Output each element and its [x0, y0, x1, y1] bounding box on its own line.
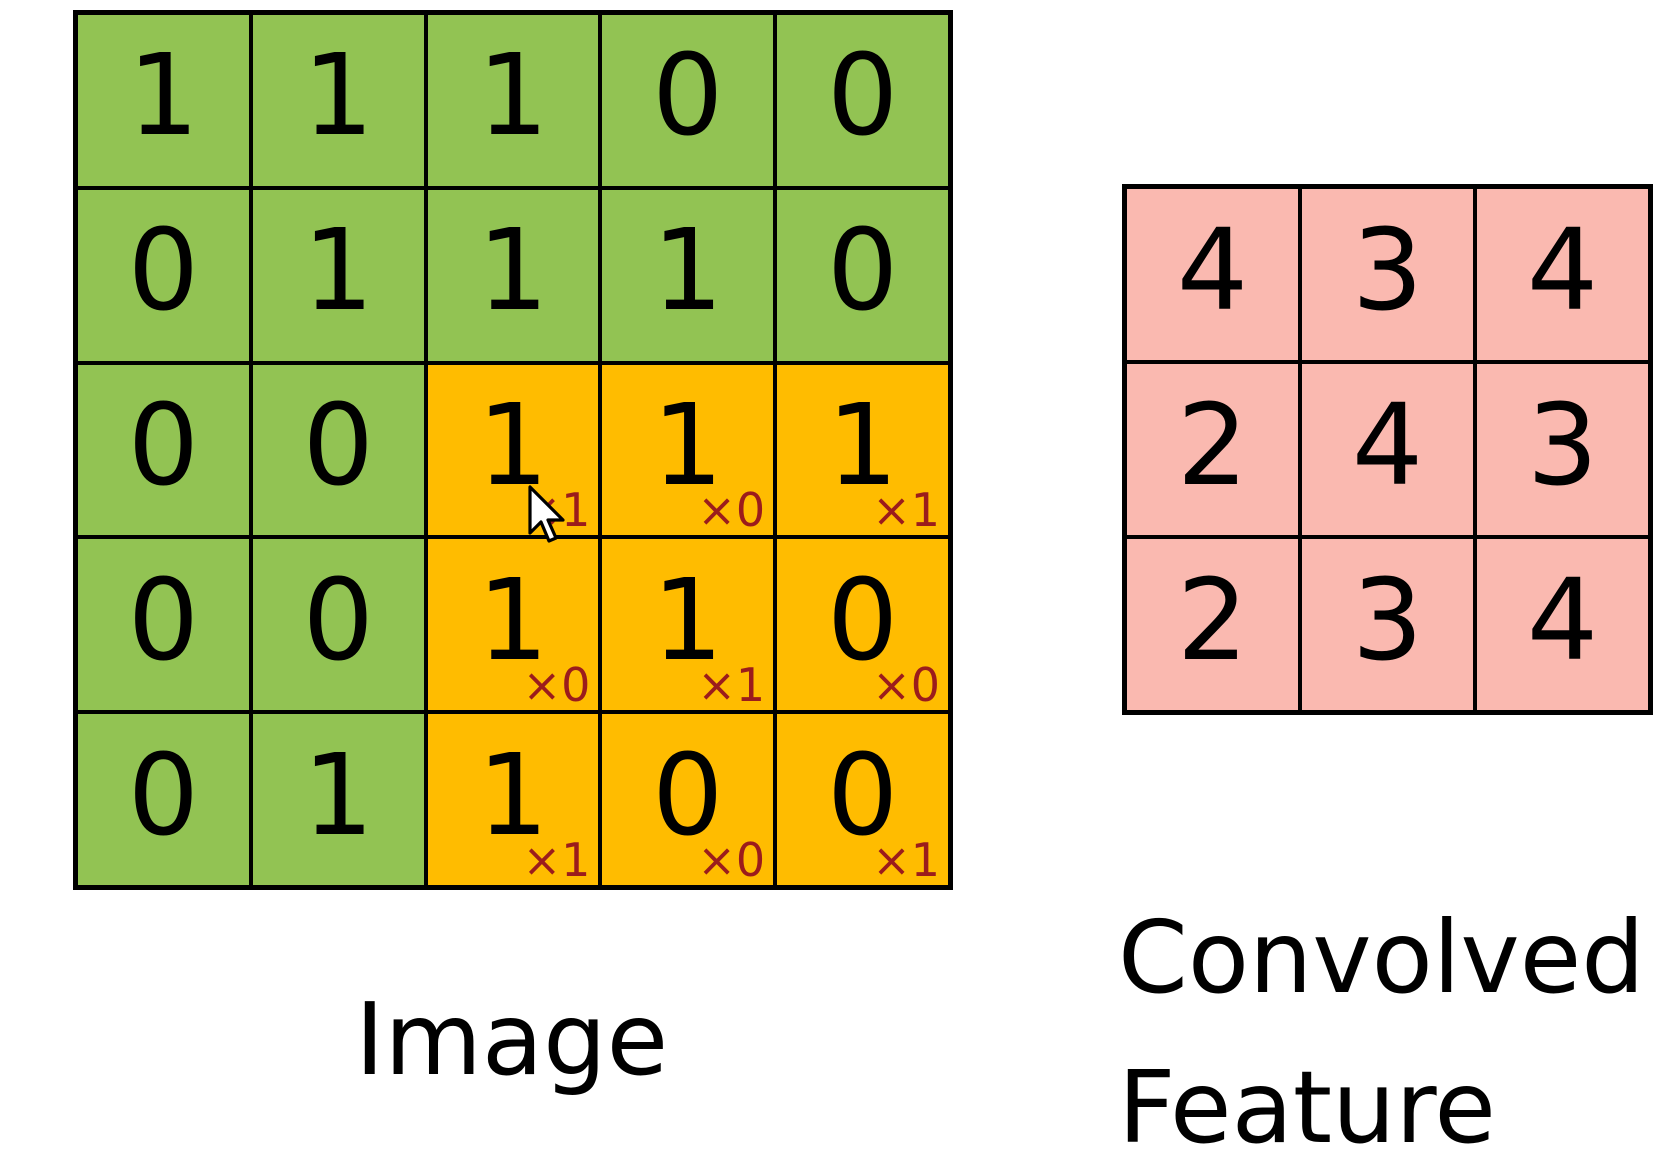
pixel-value: 1: [652, 555, 724, 686]
image-cell: 1: [252, 189, 424, 361]
kernel-weight: ×0: [522, 658, 591, 713]
kernel-cell: 1×1: [777, 364, 948, 538]
feature-value: 4: [1526, 205, 1599, 336]
image-cell: 0: [78, 364, 249, 536]
kernel-cell: 0×0: [602, 714, 774, 887]
image-cell: 0: [602, 15, 774, 186]
pixel-value: 1: [127, 31, 200, 162]
feature-value: 3: [1351, 555, 1424, 686]
pixel-value: 1: [477, 730, 549, 861]
feature-cell: 2: [1127, 364, 1298, 535]
pixel-value: 1: [477, 380, 549, 511]
image-cell: 0: [252, 364, 424, 536]
feature-value: 4: [1526, 555, 1599, 686]
image-cell: 1: [427, 189, 599, 361]
pixel-value: 1: [477, 206, 549, 337]
feature-caption-line2: Feature: [1118, 1049, 1496, 1166]
pixel-value: 0: [127, 206, 200, 337]
pixel-value: 0: [826, 206, 899, 337]
image-cell: 1: [252, 714, 424, 885]
feature-value: 4: [1351, 380, 1424, 511]
pixel-value: 0: [652, 730, 724, 861]
kernel-cell: 1×1: [427, 714, 599, 887]
feature-value: 4: [1176, 205, 1249, 336]
feature-value: 2: [1176, 380, 1249, 511]
arrow-pointer-icon: [528, 485, 565, 543]
image-cell: 1: [78, 15, 249, 186]
image-cell: 1: [252, 15, 424, 186]
feature-cell: 3: [1477, 364, 1648, 535]
pixel-value: 1: [302, 730, 374, 861]
kernel-weight: ×0: [872, 658, 940, 713]
pixel-value: 1: [477, 555, 549, 686]
pixel-value: 0: [652, 31, 724, 162]
pixel-value: 1: [652, 206, 724, 337]
image-cell: 0: [777, 189, 948, 361]
pixel-value: 0: [127, 555, 200, 686]
image-cell: 0: [78, 539, 249, 711]
image-cell: 0: [78, 714, 249, 885]
kernel-cell: 1×1: [427, 364, 599, 536]
pixel-value: 0: [826, 555, 899, 686]
image-cell: 0: [78, 189, 249, 361]
feature-cell: 3: [1302, 539, 1473, 710]
feature-cell: 4: [1477, 189, 1648, 360]
kernel-cell: 1×0: [602, 364, 774, 538]
kernel-cell: 1×1: [602, 539, 774, 713]
kernel-weight: ×1: [697, 658, 766, 713]
feature-cell: 4: [1127, 189, 1298, 360]
kernel-weight: ×1: [872, 833, 940, 887]
kernel-weight: ×1: [522, 833, 591, 887]
image-cell: 1: [427, 15, 599, 186]
pixel-value: 1: [302, 31, 374, 162]
feature-value: 3: [1351, 205, 1424, 336]
feature-cell: 3: [1302, 189, 1473, 360]
pixel-value: 0: [127, 380, 200, 511]
kernel-weight: ×0: [697, 833, 766, 887]
kernel-cell: 0×1: [777, 714, 948, 885]
kernel-cell: 0×0: [777, 539, 948, 713]
feature-value: 2: [1176, 555, 1249, 686]
pixel-value: 0: [302, 380, 374, 511]
pixel-value: 1: [477, 31, 549, 162]
pixel-value: 0: [826, 730, 899, 861]
kernel-weight: ×1: [872, 483, 940, 538]
feature-cell: 4: [1477, 539, 1648, 710]
pixel-value: 1: [826, 380, 899, 511]
pixel-value: 1: [302, 206, 374, 337]
pixel-value: 0: [127, 730, 200, 861]
feature-caption-line1: Convolved: [1118, 899, 1645, 1016]
image-cell: 0: [777, 15, 948, 186]
pixel-value: 0: [302, 555, 374, 686]
image-cell: 0: [252, 539, 424, 711]
feature-value: 3: [1526, 380, 1599, 511]
pixel-value: 0: [826, 31, 899, 162]
pixel-value: 1: [652, 380, 724, 511]
kernel-cell: 1×0: [427, 539, 599, 713]
image-cell: 1: [602, 189, 774, 361]
feature-cell: 2: [1127, 539, 1298, 710]
image-caption: Image: [355, 981, 669, 1098]
kernel-weight: ×0: [697, 483, 766, 538]
feature-cell: 4: [1302, 364, 1473, 535]
